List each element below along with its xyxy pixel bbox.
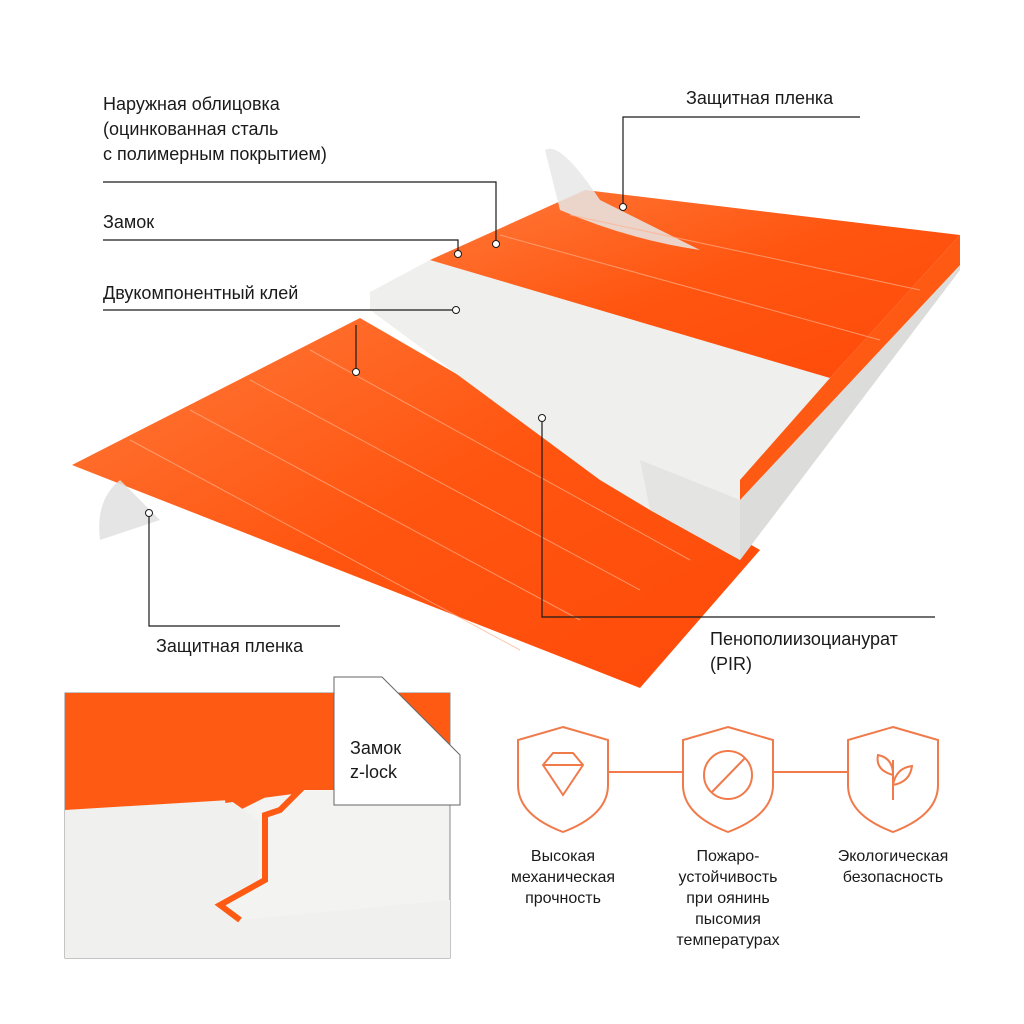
feature-line: Высокая xyxy=(530,848,596,865)
label-core: Пенополиизоцианурат (PIR) xyxy=(710,627,898,677)
z-lock-inset xyxy=(64,676,461,959)
feature-line: Экологическая xyxy=(837,848,949,865)
feature-line: Пожаро- xyxy=(696,848,760,865)
feature-line: механическая xyxy=(510,869,616,886)
label-protective-film-bottom: Защитная пленка xyxy=(156,636,304,656)
label-line: (оцинкованная сталь xyxy=(103,119,279,139)
feature-line: устойчивость xyxy=(678,869,778,886)
inset-title-line: z-lock xyxy=(350,762,398,782)
protective-film-top xyxy=(545,148,700,250)
diamond-shield-icon xyxy=(517,725,609,834)
feature-line: при оянинь xyxy=(686,890,770,907)
inset-title: Замок z-lock xyxy=(350,736,401,784)
label-adhesive: Двукомпонентный клей xyxy=(103,283,299,303)
feature-ecology: Экологическая безопасность xyxy=(808,846,978,888)
leaf-shield-icon xyxy=(847,725,939,834)
protective-film-bottom xyxy=(99,480,160,540)
label-line: (PIR) xyxy=(710,654,752,674)
label-line: с полимерным покрытием) xyxy=(103,144,327,164)
feature-strength: Высокая механическая прочность xyxy=(478,846,648,909)
label-outer-facing: Наружная облицовка (оцинкованная сталь с… xyxy=(103,92,327,167)
feature-line: прочность xyxy=(525,890,601,907)
label-protective-film-top: Защитная пленка xyxy=(686,88,834,108)
feature-line: безопасность xyxy=(842,869,944,886)
feature-line: пысомия xyxy=(695,911,761,928)
inset-label-box xyxy=(333,676,461,806)
top-steel-sheet xyxy=(430,190,960,378)
no-fire-shield-icon xyxy=(682,725,774,834)
inset-title-line: Замок xyxy=(350,738,402,758)
foam-side xyxy=(640,460,740,560)
feature-fire-resistance: Пожаро- устойчивость при оянинь пысомия … xyxy=(643,846,813,951)
label-lock: Замок xyxy=(103,212,155,232)
label-line: Наружная облицовка xyxy=(103,94,280,114)
bottom-steel-sheet xyxy=(72,318,760,688)
feature-line: температурах xyxy=(676,932,780,949)
label-line: Пенополиизоцианурат xyxy=(710,629,898,649)
